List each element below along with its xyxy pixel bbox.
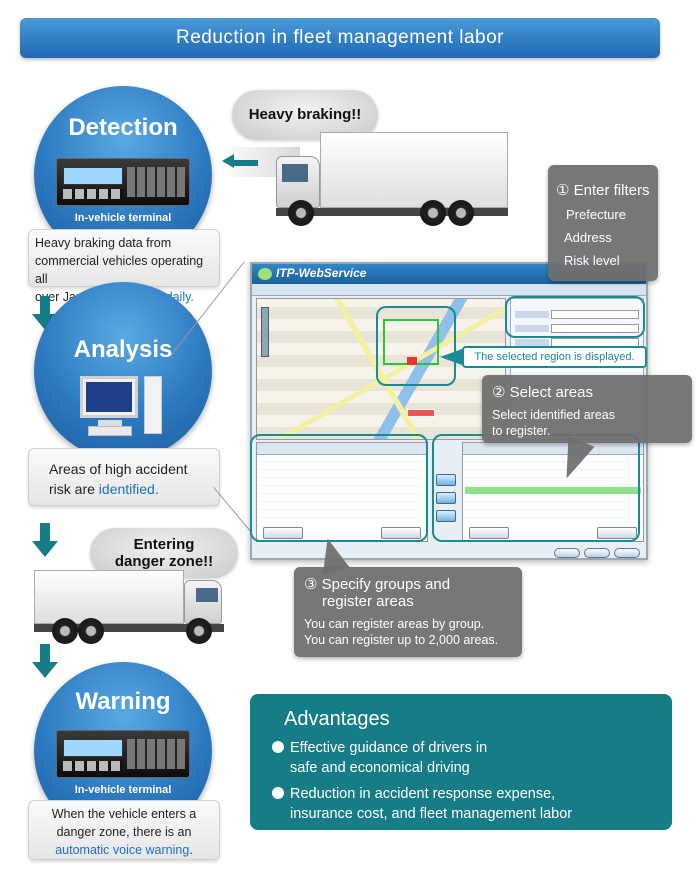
advantages-panel: Advantages Effective guidance of drivers… (250, 694, 672, 830)
computer-icon (80, 376, 168, 446)
app-logo-icon (258, 268, 272, 280)
selected-row-highlight[interactable] (465, 487, 641, 494)
left-arrow-head-icon (222, 154, 258, 168)
warning-description: When the vehicle enters a danger zone, t… (28, 800, 220, 860)
area-list-highlight-outline (432, 434, 640, 542)
heavy-braking-cloud: Heavy braking!! (232, 90, 378, 140)
specify-groups-title-2: register areas (322, 593, 414, 610)
map-label-icon (407, 409, 435, 417)
group-select-all-button[interactable] (263, 527, 303, 539)
app-menu-strip (252, 284, 646, 296)
danger-zone-cloud: Entering danger zone!! (90, 528, 238, 578)
select-areas-callout: ② Select areas Select identified areas t… (482, 375, 692, 443)
filter-item-address: Address (564, 230, 612, 245)
identified-highlight: identified. (98, 481, 159, 497)
filter-highlight-outline (505, 296, 645, 338)
filter-item-prefecture: Prefecture (566, 207, 626, 222)
bullet-icon (272, 787, 284, 799)
update-button[interactable] (554, 548, 580, 558)
detection-title: Detection (68, 114, 178, 141)
close-button[interactable] (614, 548, 640, 558)
page-title: Reduction in fleet management labor (20, 18, 660, 58)
truck-image-bottom (34, 570, 234, 644)
select-areas-line-2: to register. (492, 424, 551, 438)
group-area-list[interactable] (256, 442, 428, 542)
analysis-desc-line-1: Areas of high accident (49, 461, 188, 477)
app-header: ITP-WebService (252, 264, 646, 284)
selected-region-arrow-icon (440, 349, 462, 365)
advantages-title: Advantages (284, 708, 390, 730)
analysis-desc-line-2: risk are identified. (49, 481, 159, 497)
in-vehicle-terminal-image-2 (56, 730, 190, 778)
area-select-all-button[interactable] (469, 527, 509, 539)
select-areas-line-1: Select identified areas (492, 408, 615, 422)
advantage-item-1: Effective guidance of drivers in safe an… (272, 738, 662, 778)
warning-desc-line-2: danger zone, there is an (56, 825, 192, 839)
selected-region-label: The selected region is displayed. (462, 346, 647, 368)
danger-text-line-2: danger zone!! (114, 553, 214, 570)
map-view[interactable] (256, 298, 506, 440)
specify-groups-line-2: You can register up to 2,000 areas. (304, 633, 499, 647)
down-arrow-icon-3 (32, 644, 58, 678)
cancel-button[interactable] (584, 548, 610, 558)
warning-desc-line-3: automatic voice warning. (55, 843, 193, 857)
enter-filters-title: ① Enter filters (556, 182, 650, 199)
advantage-2-line-1: Reduction in accident response expense, (290, 786, 556, 802)
warning-terminal-label: In-vehicle terminal (74, 784, 172, 796)
app-logo: ITP-WebService (276, 266, 367, 280)
identified-area-list[interactable] (462, 442, 644, 542)
filter-item-risk-level: Risk level (564, 253, 620, 268)
warning-desc-line-1: When the vehicle enters a (51, 807, 197, 821)
advantage-2-line-2: insurance cost, and fleet management lab… (290, 806, 573, 822)
detection-terminal-label: In-vehicle terminal (74, 212, 172, 224)
detection-desc-line-2: commercial vehicles operating all (35, 254, 204, 286)
analysis-title: Analysis (73, 336, 173, 363)
bullet-icon (272, 741, 284, 753)
move-right-button[interactable] (436, 510, 456, 522)
specify-groups-title-1: ③ Specify groups and (304, 576, 451, 593)
truck-image-top (270, 126, 510, 226)
analysis-description: Areas of high accident risk are identifi… (28, 448, 220, 506)
danger-text-line-1: Entering (133, 536, 195, 553)
specify-groups-callout: ③ Specify groups and register areas You … (294, 567, 522, 657)
detection-description: Heavy braking data from commercial vehic… (28, 229, 220, 304)
advantage-1-line-1: Effective guidance of drivers in (290, 740, 488, 756)
advantage-item-2: Reduction in accident response expense, … (272, 784, 662, 824)
map-marker-icon[interactable] (407, 357, 417, 365)
warning-title: Warning (75, 688, 171, 715)
down-arrow-icon-2 (32, 523, 58, 557)
detection-desc-line-1: Heavy braking data from (35, 236, 172, 250)
prefecture-select[interactable] (551, 310, 639, 319)
voice-warning-highlight: automatic voice warning (55, 843, 190, 857)
group-list-highlight-outline (250, 434, 428, 542)
select-areas-title: ② Select areas (492, 384, 593, 401)
in-vehicle-terminal-image (56, 158, 190, 206)
map-zoom-bar[interactable] (261, 307, 269, 357)
advantage-1-line-2: safe and economical driving (290, 760, 470, 776)
move-left-button[interactable] (436, 492, 456, 504)
analysis-circle: Analysis (34, 282, 212, 460)
heavy-braking-text: Heavy braking!! (248, 106, 362, 123)
enter-filters-callout: ① Enter filters Prefecture Address Risk … (548, 165, 658, 281)
area-display-button[interactable] (436, 474, 456, 486)
specify-groups-line-1: You can register areas by group. (304, 617, 485, 631)
map-highlight-outline (376, 306, 456, 386)
